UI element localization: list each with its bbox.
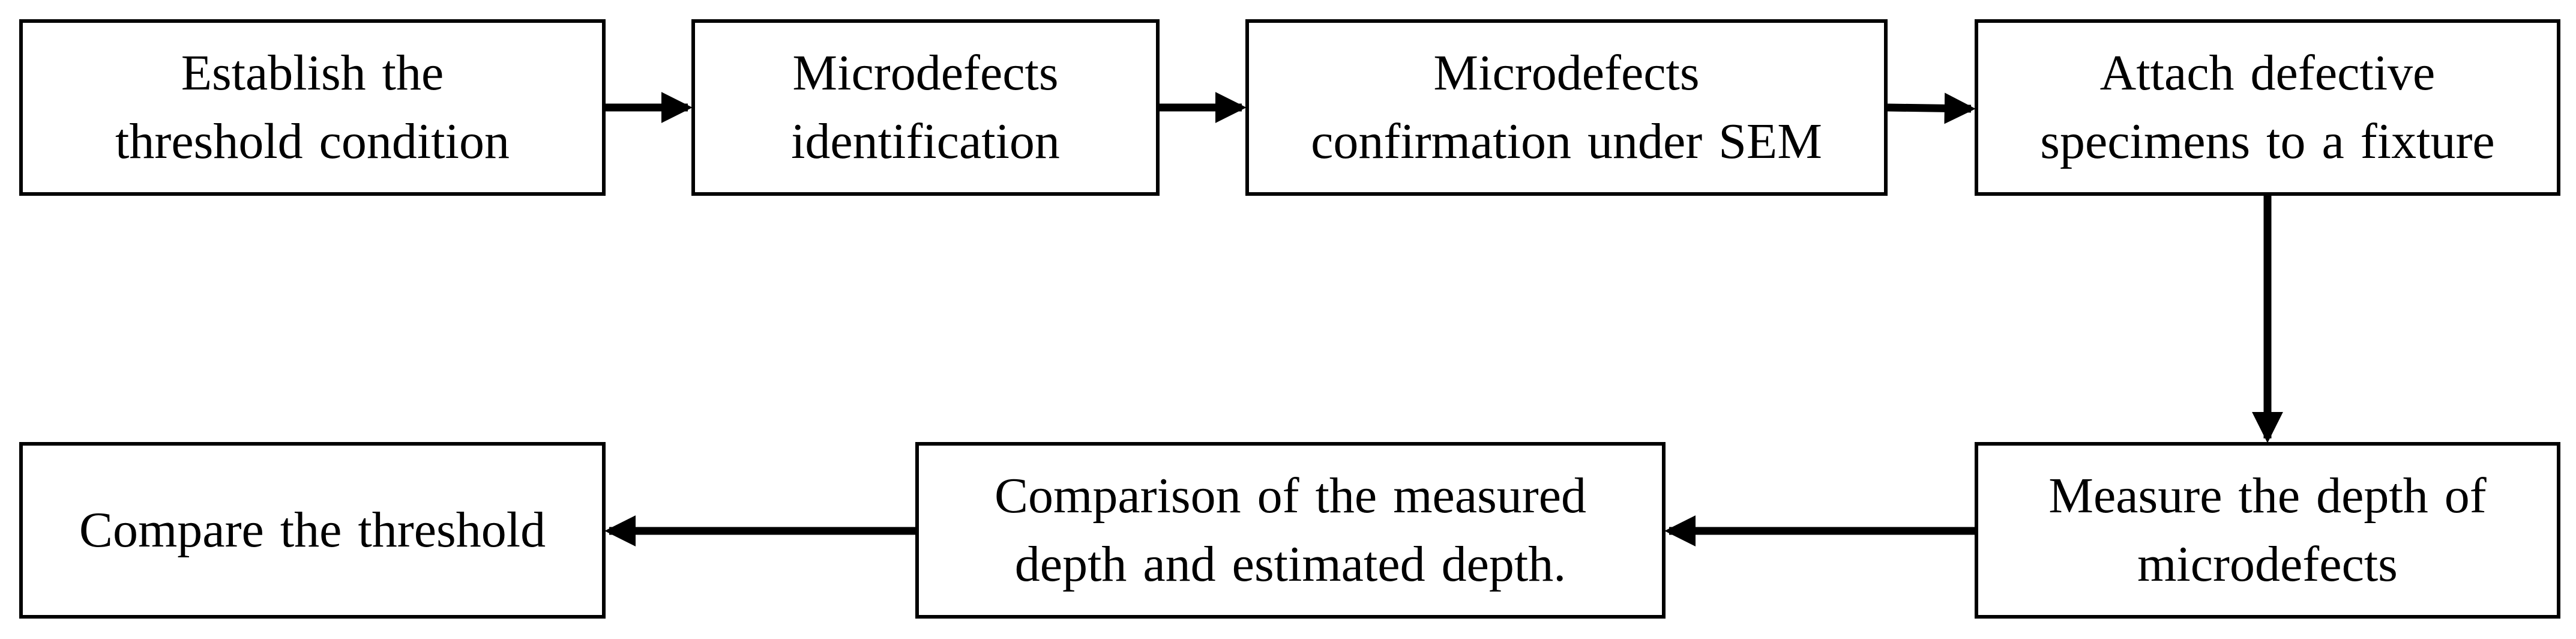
step-label: Microdefects identification: [791, 45, 1060, 169]
step-establish-threshold: Establish the threshold condition: [19, 19, 606, 196]
step-label: Microdefects confirmation under SEM: [1311, 45, 1822, 169]
step-label: Establish the threshold condition: [115, 45, 510, 169]
step-label: Measure the depth of microdefects: [2048, 468, 2487, 592]
step-attach-specimens: Attach defective specimens to a fixture: [1975, 19, 2560, 196]
step-label: Attach defective specimens to a fixture: [2040, 45, 2495, 169]
step-label: Compare the threshold: [79, 502, 546, 558]
step-comparison-depths: Comparison of the measured depth and est…: [915, 442, 1666, 619]
step-label: Comparison of the measured depth and est…: [994, 468, 1587, 592]
step-measure-depth: Measure the depth of microdefects: [1975, 442, 2560, 619]
step-microdefects-identification: Microdefects identification: [691, 19, 1160, 196]
step-compare-threshold: Compare the threshold: [19, 442, 606, 619]
step-microdefects-confirmation: Microdefects confirmation under SEM: [1245, 19, 1888, 196]
arrow-confirmation-to-attach: [1887, 92, 1976, 124]
